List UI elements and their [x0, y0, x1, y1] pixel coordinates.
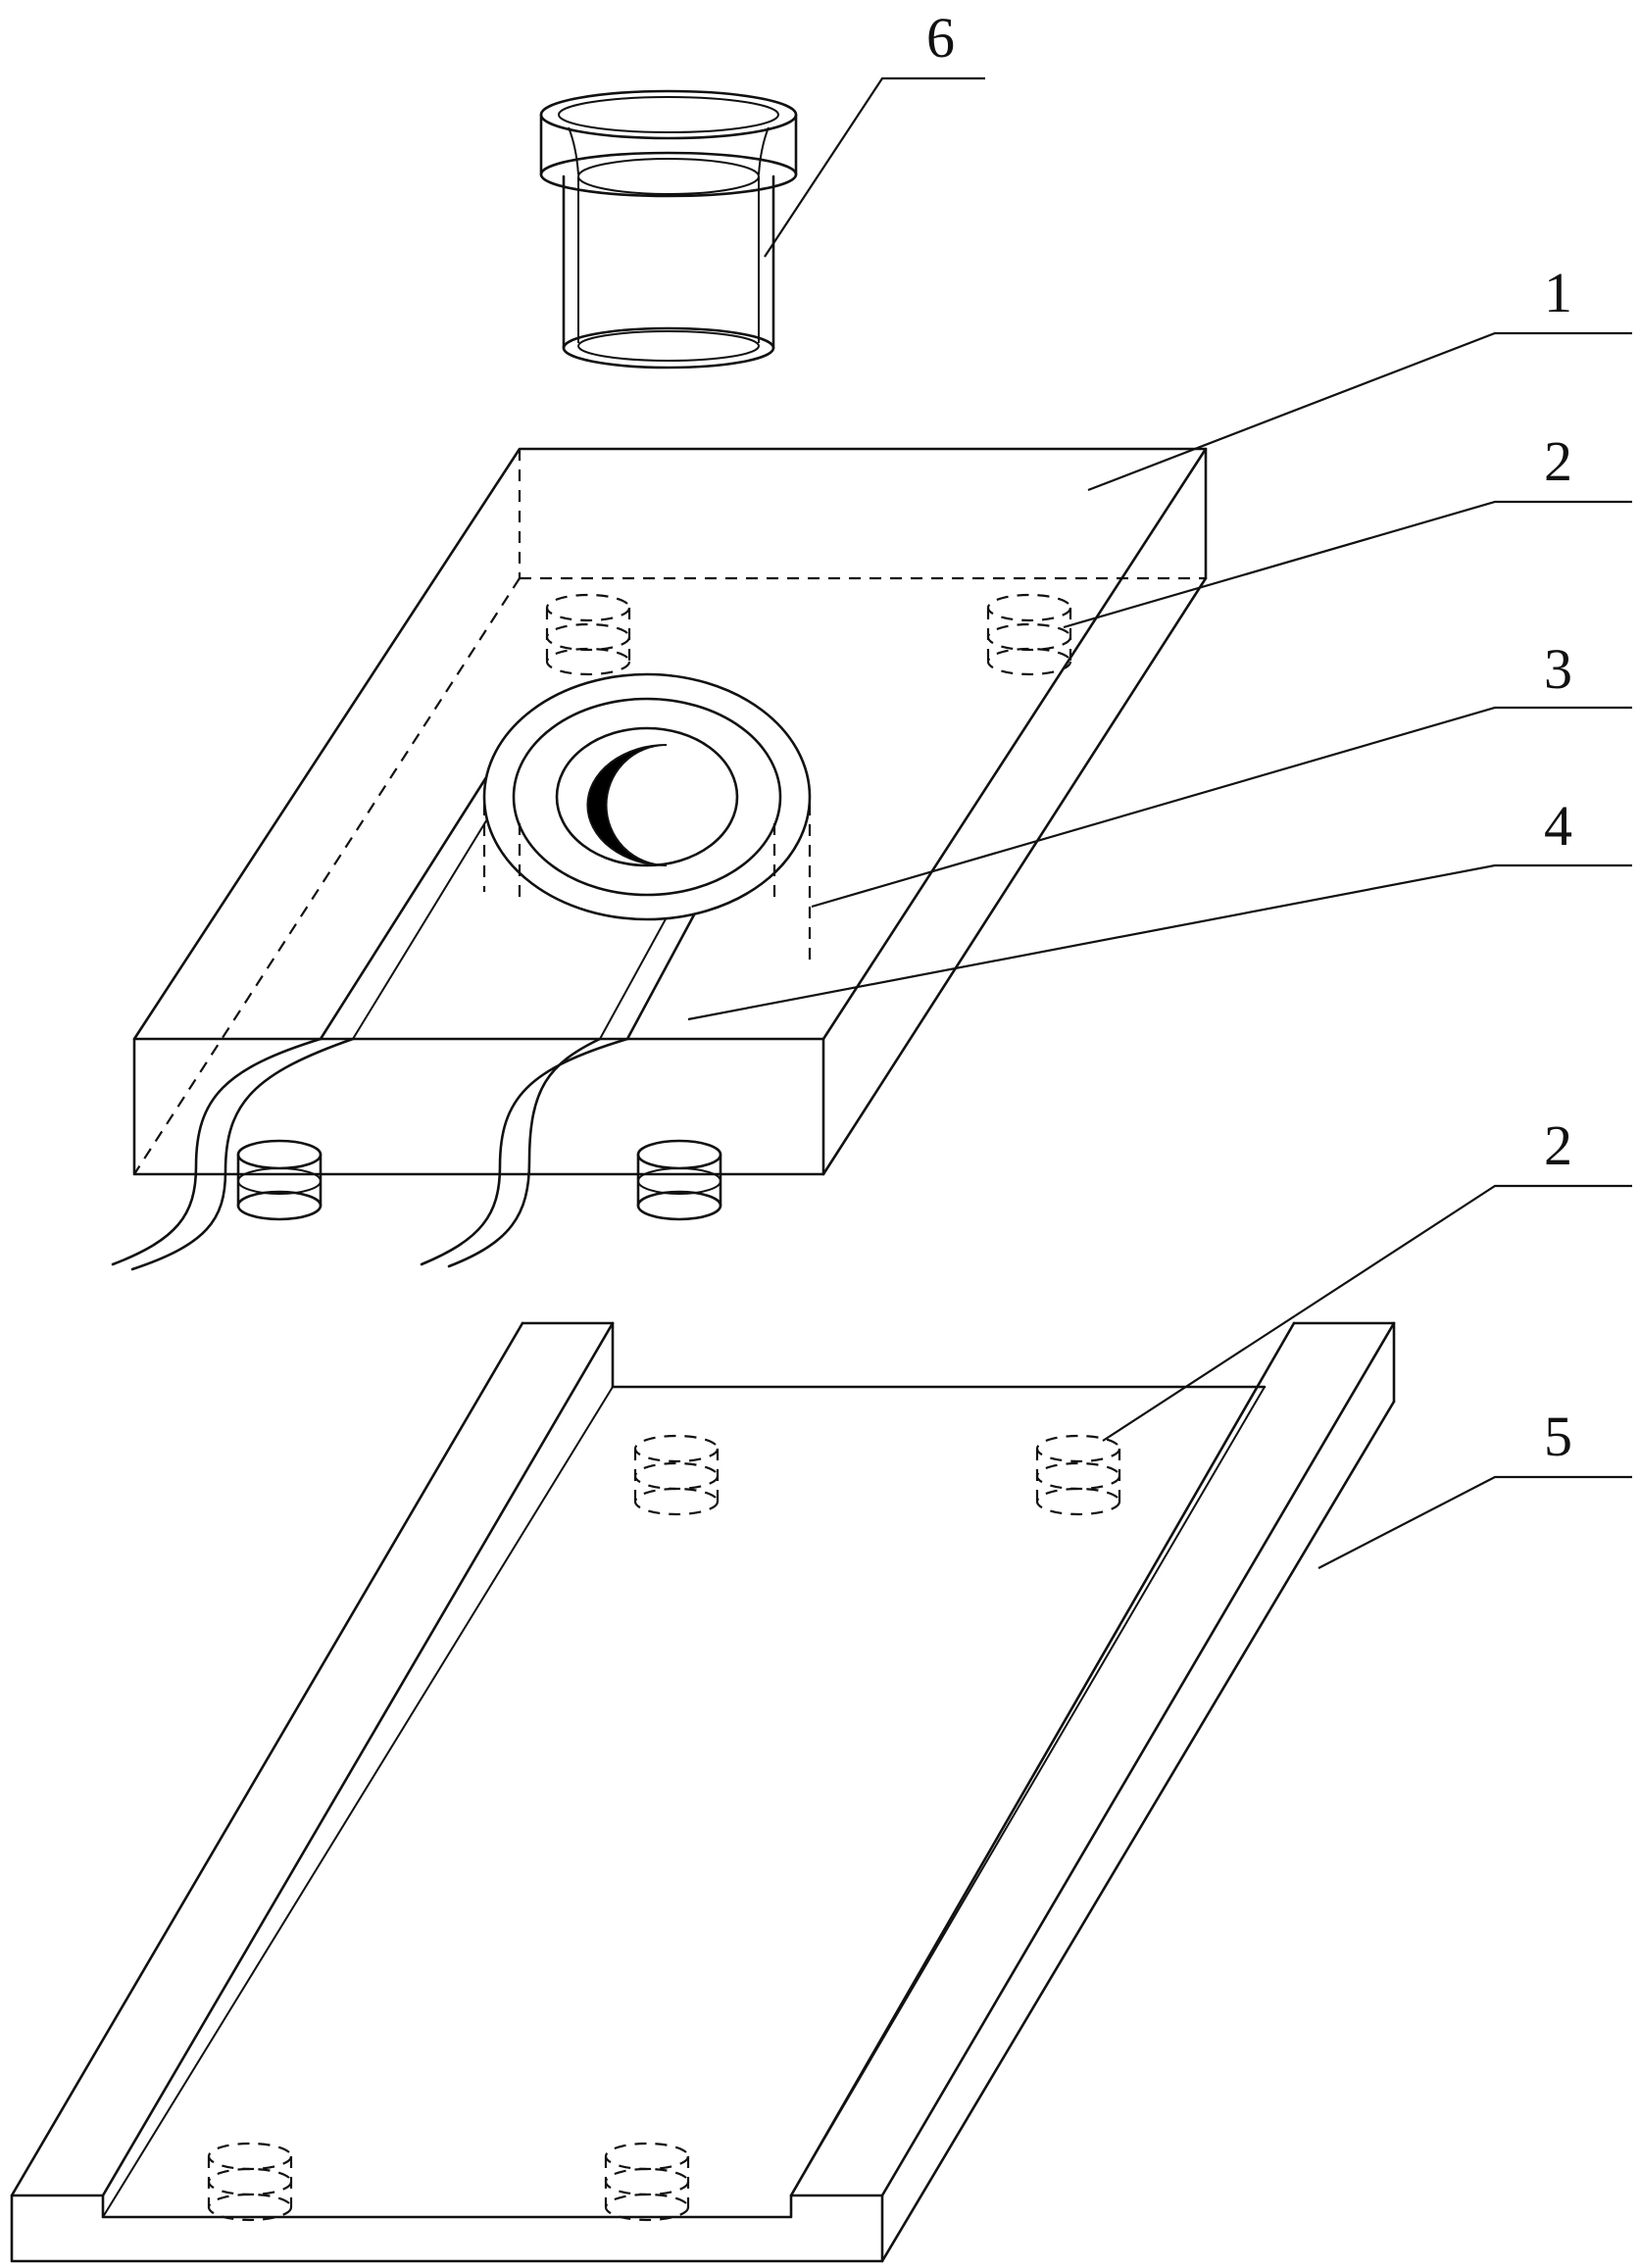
leader-1	[1087, 331, 1632, 492]
leader-lines	[687, 76, 1632, 1569]
hole-hidden-tray-ur	[1035, 1434, 1121, 1516]
leader-4	[687, 863, 1632, 1021]
hole-hidden-ur	[986, 593, 1072, 676]
label-3: 3	[1544, 637, 1572, 701]
leader-2a	[1063, 500, 1632, 629]
label-1: 1	[1544, 261, 1572, 324]
crescent-mark	[586, 744, 668, 866]
peg-lower-left	[236, 1139, 323, 1221]
label-2-upper: 2	[1544, 429, 1572, 493]
leader-6	[764, 76, 985, 258]
hole-hidden-ul	[545, 593, 631, 676]
label-6: 6	[926, 6, 955, 70]
wire-right	[420, 1037, 629, 1268]
part-6-cup	[539, 89, 798, 370]
part-3-ring	[482, 672, 812, 961]
hole-hidden-tray-ul	[633, 1434, 720, 1516]
peg-lower-right	[636, 1139, 722, 1221]
leader-3	[811, 706, 1632, 909]
labels: 6 1 2 3 4 2 5	[926, 6, 1572, 1468]
leader-2b	[1102, 1184, 1632, 1442]
wire-left	[111, 1037, 355, 1271]
hole-hidden-tray-ll	[207, 2142, 293, 2222]
label-5: 5	[1544, 1405, 1572, 1468]
part-5-tray	[10, 1321, 1396, 2263]
leader-5	[1317, 1475, 1632, 1569]
part-1-upper-plate	[111, 447, 1208, 1271]
hole-hidden-tray-lr	[604, 2142, 690, 2222]
label-2-lower: 2	[1544, 1113, 1572, 1177]
label-4: 4	[1544, 794, 1572, 858]
